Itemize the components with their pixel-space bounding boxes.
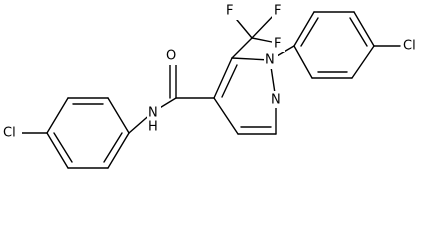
bond	[53, 132, 73, 163]
atom-labels: Cl F F F O N N N H	[2, 3, 420, 142]
atom-o: O	[165, 48, 181, 65]
bond	[251, 13, 276, 39]
bond	[46, 132, 69, 169]
bond	[221, 64, 238, 98]
bond	[231, 37, 253, 59]
atom-nh: N H	[147, 104, 161, 135]
atom-label-n: N	[148, 106, 158, 121]
bond	[46, 97, 69, 134]
atom-label-f: F	[274, 4, 281, 19]
atom-f-right: F	[272, 3, 285, 20]
bond	[107, 132, 130, 169]
atom-label-o: O	[166, 49, 176, 64]
bond	[300, 17, 319, 47]
bond	[213, 97, 239, 135]
atom-cl-left: Cl	[2, 124, 22, 142]
bond	[351, 45, 375, 79]
bond	[293, 11, 315, 47]
atom-label-f: F	[226, 4, 233, 19]
bond	[293, 45, 313, 79]
atom-label-n: N	[271, 93, 281, 108]
bond	[103, 132, 123, 163]
bond	[107, 97, 130, 134]
bonds	[21, 11, 401, 169]
atom-label-h: H	[148, 120, 158, 135]
atom-label-n: N	[265, 53, 275, 68]
atom-n2: N	[270, 91, 284, 108]
atom-cl-right: Cl	[402, 37, 420, 55]
atom-label-cl: Cl	[403, 39, 416, 54]
bond	[251, 37, 273, 43]
atom-f-left: F	[225, 3, 238, 20]
bond	[213, 57, 233, 99]
atom-n1: N	[264, 52, 278, 69]
chemical-structure: Cl F F F O N N N H	[2, 3, 420, 169]
atom-f-bottom: F	[272, 35, 285, 52]
bond	[353, 11, 375, 47]
atom-label-cl: Cl	[3, 126, 16, 141]
atom-label-f: F	[274, 37, 281, 52]
bond	[231, 57, 271, 61]
bond	[349, 17, 368, 47]
